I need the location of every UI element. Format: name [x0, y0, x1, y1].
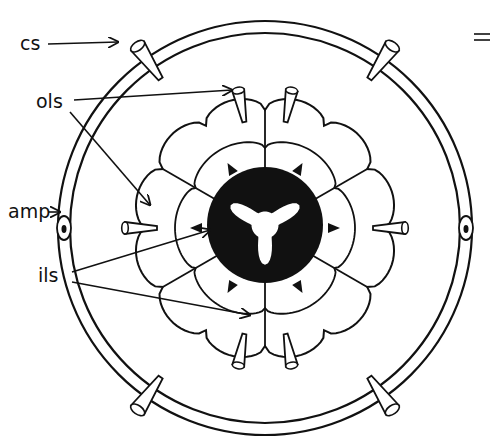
outer-labial-sensillum-tip: [122, 222, 129, 234]
inner-labial-sensillum: [190, 223, 202, 233]
outer-labial-sensillum-tip: [232, 86, 245, 95]
part-label: amp: [8, 202, 50, 221]
inner-labial-sensillum: [292, 163, 302, 176]
lip-division: [264, 110, 266, 173]
mark: [474, 33, 490, 35]
leader-line: [72, 230, 210, 272]
inner-labial-sensillum: [328, 223, 340, 233]
lip-outline: [136, 99, 394, 357]
pharynx-lumen: [232, 205, 298, 263]
outer-cuticle: [58, 21, 472, 435]
leader-line: [70, 112, 150, 205]
leader-line: [48, 42, 118, 44]
lip-division: [313, 256, 368, 288]
amphid-pore: [62, 225, 67, 233]
outer-labial-sensillum: [373, 222, 405, 234]
leader-lines: [48, 34, 490, 315]
outer-labial-sensillum-tip: [285, 361, 298, 370]
lip-division: [313, 169, 368, 201]
cephalic-sensillum-tip: [129, 38, 147, 54]
cephalic-sensillum-tip: [383, 38, 401, 54]
inner-labial-sensillum: [228, 163, 238, 176]
part-label: ols: [36, 92, 63, 111]
mark: [474, 39, 490, 41]
cephalic-sensillum-tip: [129, 402, 147, 418]
part-label: ils: [38, 266, 58, 285]
pharynx: [207, 167, 323, 283]
amphid-opening: [459, 216, 473, 240]
outer-labial-sensillum-tip: [285, 86, 298, 95]
outer-labial-sensillum: [125, 222, 157, 234]
outer-labial-sensillum-tip: [232, 361, 245, 370]
amphid-opening: [57, 216, 71, 240]
cephalic-sensillum-tip: [383, 402, 401, 418]
lip-division: [163, 256, 218, 288]
amphid-pore: [464, 225, 469, 233]
part-label: cs: [20, 34, 40, 53]
inner-cuticle: [70, 33, 460, 423]
leader-line: [74, 90, 232, 100]
leader-line: [72, 282, 250, 315]
inner-labial-sensillum: [228, 280, 238, 293]
sensilla-group: [57, 38, 473, 418]
lip-division: [264, 283, 266, 346]
lips-group: [136, 99, 394, 357]
inner-labial-sensillum: [292, 280, 302, 293]
lip-division: [163, 169, 218, 201]
outer-labial-sensillum-tip: [402, 222, 409, 234]
